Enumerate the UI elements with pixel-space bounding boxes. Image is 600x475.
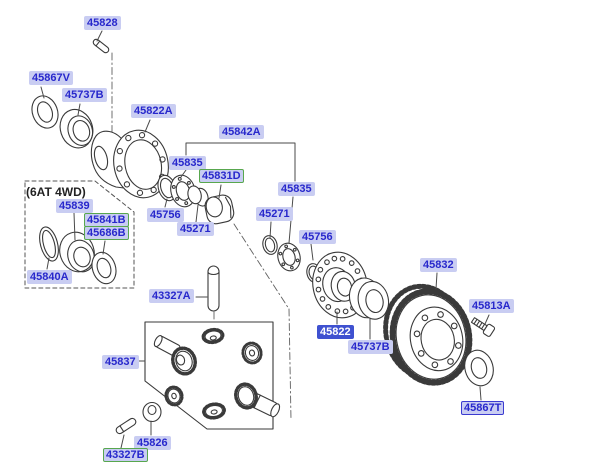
drawing-ring-gear-45832 bbox=[383, 283, 473, 386]
part-label-45828[interactable]: 45828 bbox=[84, 16, 121, 30]
drawing-bevel-gear-top bbox=[201, 327, 225, 345]
drawing-pin-45828 bbox=[92, 38, 110, 54]
part-label-45841b[interactable]: 45841B bbox=[84, 213, 129, 227]
drawing-washer-45867v bbox=[31, 95, 59, 129]
part-label-45822-selected[interactable]: 45822 bbox=[317, 325, 354, 339]
part-label-45686b[interactable]: 45686B bbox=[84, 226, 129, 240]
drawing-seal-45686b bbox=[91, 251, 117, 285]
part-label-45813a[interactable]: 45813A bbox=[469, 299, 514, 313]
part-label-45842a[interactable]: 45842A bbox=[219, 125, 264, 139]
drawing-spider-gear-right bbox=[241, 341, 263, 365]
drawing-bolt-45813a bbox=[470, 317, 496, 337]
drawing-bevel-gear-bottom bbox=[202, 402, 226, 420]
part-label-45756-a[interactable]: 45756 bbox=[147, 208, 184, 222]
part-label-45840a[interactable]: 45840A bbox=[27, 270, 72, 284]
part-label-45837[interactable]: 45837 bbox=[102, 355, 139, 369]
drawing-oring-45840a bbox=[39, 226, 59, 262]
part-label-43327b[interactable]: 43327B bbox=[103, 448, 148, 462]
part-label-45831d[interactable]: 45831D bbox=[199, 169, 244, 183]
part-label-45832[interactable]: 45832 bbox=[420, 258, 457, 272]
part-label-45737b-right[interactable]: 45737B bbox=[348, 340, 393, 354]
leader-lines bbox=[40, 30, 490, 449]
drawing-case-45822a bbox=[90, 129, 169, 199]
drawing-washer-45867t bbox=[464, 349, 494, 387]
drawing-pin-43327b bbox=[115, 417, 137, 435]
part-label-45271-b[interactable]: 45271 bbox=[256, 207, 293, 221]
part-label-45835-b[interactable]: 45835 bbox=[278, 182, 315, 196]
part-label-45839[interactable]: 45839 bbox=[56, 199, 93, 213]
part-label-45867t[interactable]: 45867T bbox=[461, 401, 505, 415]
part-label-45822a[interactable]: 45822A bbox=[131, 104, 176, 118]
drawing-cap-45271-a bbox=[187, 185, 209, 207]
drawing-washer-45835-b bbox=[277, 242, 301, 272]
part-label-43327a[interactable]: 43327A bbox=[149, 289, 194, 303]
variant-note-6at4wd: (6AT 4WD) bbox=[26, 185, 86, 199]
part-label-45867v[interactable]: 45867V bbox=[29, 71, 73, 85]
drawing-oring-45271-b bbox=[262, 235, 278, 255]
drawing-pinion-left bbox=[153, 335, 197, 376]
drawing-bearing-45839 bbox=[59, 231, 95, 273]
drawing-bearing-45737b-right bbox=[348, 277, 390, 320]
drawing-pin-43327a bbox=[207, 265, 220, 312]
drawing-spider-gear-mid bbox=[164, 385, 184, 407]
drawing-pinion-bottom-right bbox=[234, 382, 281, 418]
part-label-45826[interactable]: 45826 bbox=[134, 436, 171, 450]
part-label-45737b-left[interactable]: 45737B bbox=[62, 88, 107, 102]
drawing-washer-45826 bbox=[142, 401, 162, 423]
part-label-45271-a[interactable]: 45271 bbox=[177, 222, 214, 236]
drawing-nut-45831d bbox=[204, 194, 235, 225]
drawing-bearing-45737b-left bbox=[59, 108, 94, 149]
part-label-45835-a[interactable]: 45835 bbox=[169, 156, 206, 170]
part-label-45756-b[interactable]: 45756 bbox=[299, 230, 336, 244]
variant-box-6at4wd bbox=[24, 180, 135, 289]
